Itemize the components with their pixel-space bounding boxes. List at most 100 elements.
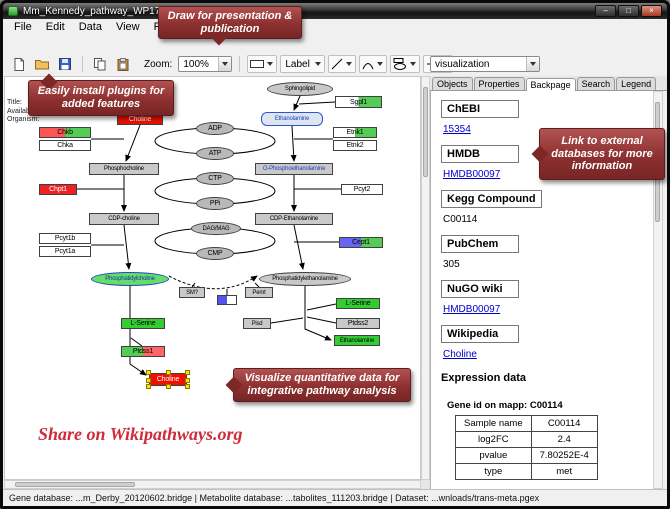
- pathway-node-etnk2[interactable]: Etnk2: [333, 140, 377, 151]
- pathway-node-cmp[interactable]: CMP: [196, 247, 234, 260]
- selection-handle[interactable]: [146, 370, 151, 375]
- maximize-button[interactable]: □: [618, 5, 639, 17]
- backpage-link[interactable]: HMDB00097: [443, 169, 501, 180]
- callout-link: Link to external databases for more info…: [531, 128, 665, 180]
- pathway-node-ethanolamine[interactable]: Ethanolamine: [334, 335, 380, 346]
- pathway-node-atp[interactable]: ATP: [196, 147, 234, 160]
- toolbar-separator: [239, 56, 241, 72]
- pathway-node-ptdss1[interactable]: Ptdss1: [121, 346, 165, 357]
- tab-properties[interactable]: Properties: [473, 77, 525, 90]
- chevron-down-icon: [376, 62, 383, 66]
- pathway-node-pemt[interactable]: Pemt: [245, 287, 273, 298]
- backpage-section-header: Wikipedia: [441, 325, 519, 343]
- paste-clipboard-icon: [117, 57, 129, 71]
- pathway-node-ptdss2[interactable]: Ptdss2: [336, 318, 380, 329]
- pathway-node-pcyt1b[interactable]: Pcyt1b: [39, 233, 91, 244]
- menu-item-data[interactable]: Data: [78, 20, 102, 33]
- tab-legend[interactable]: Legend: [616, 77, 657, 90]
- selection-handle[interactable]: [146, 384, 151, 389]
- pathway-node-phosphatidylethanolamine[interactable]: Phosphatidylethanolamine: [259, 272, 351, 286]
- pathway-node-ethanolamine[interactable]: Ethanolamine: [261, 112, 323, 126]
- pathway-node-l-serine[interactable]: L-Serine: [336, 298, 380, 309]
- zoom-value: 100%: [183, 58, 209, 70]
- pathway-node-sm-[interactable]: SM?: [179, 287, 205, 298]
- canvas[interactable]: Title:Availability:Organism:Sphingolipid…: [4, 76, 421, 480]
- pathway-node-dag-mag[interactable]: DAG/MAG: [191, 222, 241, 235]
- selection-handle[interactable]: [185, 377, 190, 383]
- scrollbar-thumb[interactable]: [15, 482, 135, 487]
- paste-button[interactable]: [113, 55, 133, 73]
- backpage-value: 305: [443, 259, 460, 270]
- selection-handle[interactable]: [185, 370, 190, 375]
- menu-item-view[interactable]: View: [115, 20, 140, 33]
- new-file-button[interactable]: [9, 55, 29, 73]
- tab-backpage[interactable]: Backpage: [525, 78, 576, 91]
- pathway-node-cdp-choline[interactable]: CDP-choline: [89, 213, 159, 225]
- title-bar[interactable]: Mm_Kennedy_pathway_WP1771_45176.gpml – □…: [3, 3, 667, 19]
- chevron-down-icon[interactable]: [218, 57, 232, 71]
- expression-data-title: Expression data: [441, 372, 526, 384]
- pathway-node-chkb[interactable]: Chkb: [39, 127, 91, 138]
- selection-handle[interactable]: [166, 384, 171, 389]
- scrollbar-thumb[interactable]: [423, 87, 428, 177]
- canvas-horizontal-scrollbar[interactable]: [4, 480, 421, 489]
- pathway-node-pisd[interactable]: Pisd: [243, 318, 271, 329]
- menu-item-edit[interactable]: Edit: [45, 20, 65, 33]
- backpage-link[interactable]: HMDB00097: [443, 304, 501, 315]
- pathway-node-chpt1[interactable]: Chpt1: [39, 184, 77, 195]
- copy-button[interactable]: [90, 55, 110, 73]
- backpage-link[interactable]: 15354: [443, 124, 471, 135]
- chevron-down-icon[interactable]: [526, 57, 539, 71]
- pathway-node-ctp[interactable]: CTP: [196, 172, 234, 185]
- pathway-node-sgpl1[interactable]: Sgpl1: [335, 96, 382, 108]
- pathway-node-unlabeled[interactable]: [217, 295, 237, 305]
- selection-handle[interactable]: [185, 384, 190, 389]
- selection-handle[interactable]: [146, 377, 151, 383]
- pathway-node-phosphatidylcholine[interactable]: Phosphatidylcholine: [91, 272, 169, 286]
- pathway-node-o-phosphoethanolamine[interactable]: O-Phosphoethanolamine: [255, 163, 333, 175]
- visualization-combobox[interactable]: visualization: [430, 56, 540, 72]
- pathway-node-phosphocholine[interactable]: Phosphocholine: [89, 163, 159, 175]
- menu-item-file[interactable]: File: [14, 20, 32, 33]
- backpage-section-header: Kegg Compound: [441, 190, 542, 208]
- pathway-node-pcyt1a[interactable]: Pcyt1a: [39, 246, 91, 257]
- pathway-node-cept1[interactable]: Cept1: [339, 237, 383, 248]
- pathway-node-ppi[interactable]: PPi: [196, 197, 234, 210]
- new-file-icon: [14, 57, 24, 71]
- line-tool-dropdown[interactable]: [327, 55, 356, 73]
- pathway-node-etnk1[interactable]: Etnk1: [333, 127, 377, 138]
- save-button[interactable]: [55, 55, 75, 73]
- status-text: Gene database: ...m_Derby_20120602.bridg…: [9, 493, 540, 503]
- table-cell: 7.80252E-4: [530, 447, 598, 464]
- tab-objects[interactable]: Objects: [432, 77, 473, 90]
- open-file-button[interactable]: [32, 55, 52, 73]
- backpage-section-header: ChEBI: [441, 100, 519, 118]
- app-icon: [8, 6, 18, 16]
- canvas-vertical-scrollbar[interactable]: [421, 76, 430, 480]
- pathway-node-sphingolipid[interactable]: Sphingolipid: [267, 82, 333, 96]
- pathway-node-chka[interactable]: Chka: [39, 140, 91, 151]
- chevron-down-icon: [345, 62, 352, 66]
- datanode-tool-dropdown[interactable]: [247, 55, 278, 73]
- backpage-value: C00114: [443, 214, 478, 225]
- backpage-link[interactable]: Choline: [443, 349, 477, 360]
- label-tool-button[interactable]: Label: [280, 55, 325, 73]
- zoom-combobox[interactable]: 100%: [178, 56, 233, 72]
- app-chrome: FileEditDataViewPluginsHelp Zoom: 100%: [3, 19, 667, 506]
- shape-tool-dropdown[interactable]: [389, 55, 420, 73]
- pathway-node-pcyt2[interactable]: Pcyt2: [341, 184, 383, 195]
- pathway-node-adp[interactable]: ADP: [196, 122, 234, 135]
- minimize-button[interactable]: –: [595, 5, 616, 17]
- arc-tool-dropdown[interactable]: [358, 55, 387, 73]
- pathway-node-l-serine[interactable]: L-Serine: [121, 318, 165, 329]
- pathway-node-cdp-ethanolamine[interactable]: CDP-Ethanolamine: [255, 213, 333, 225]
- chevron-down-icon: [267, 62, 274, 66]
- tab-search[interactable]: Search: [576, 77, 616, 90]
- selection-handle[interactable]: [166, 370, 171, 375]
- close-button[interactable]: ×: [641, 5, 662, 17]
- table-cell: type: [455, 463, 532, 480]
